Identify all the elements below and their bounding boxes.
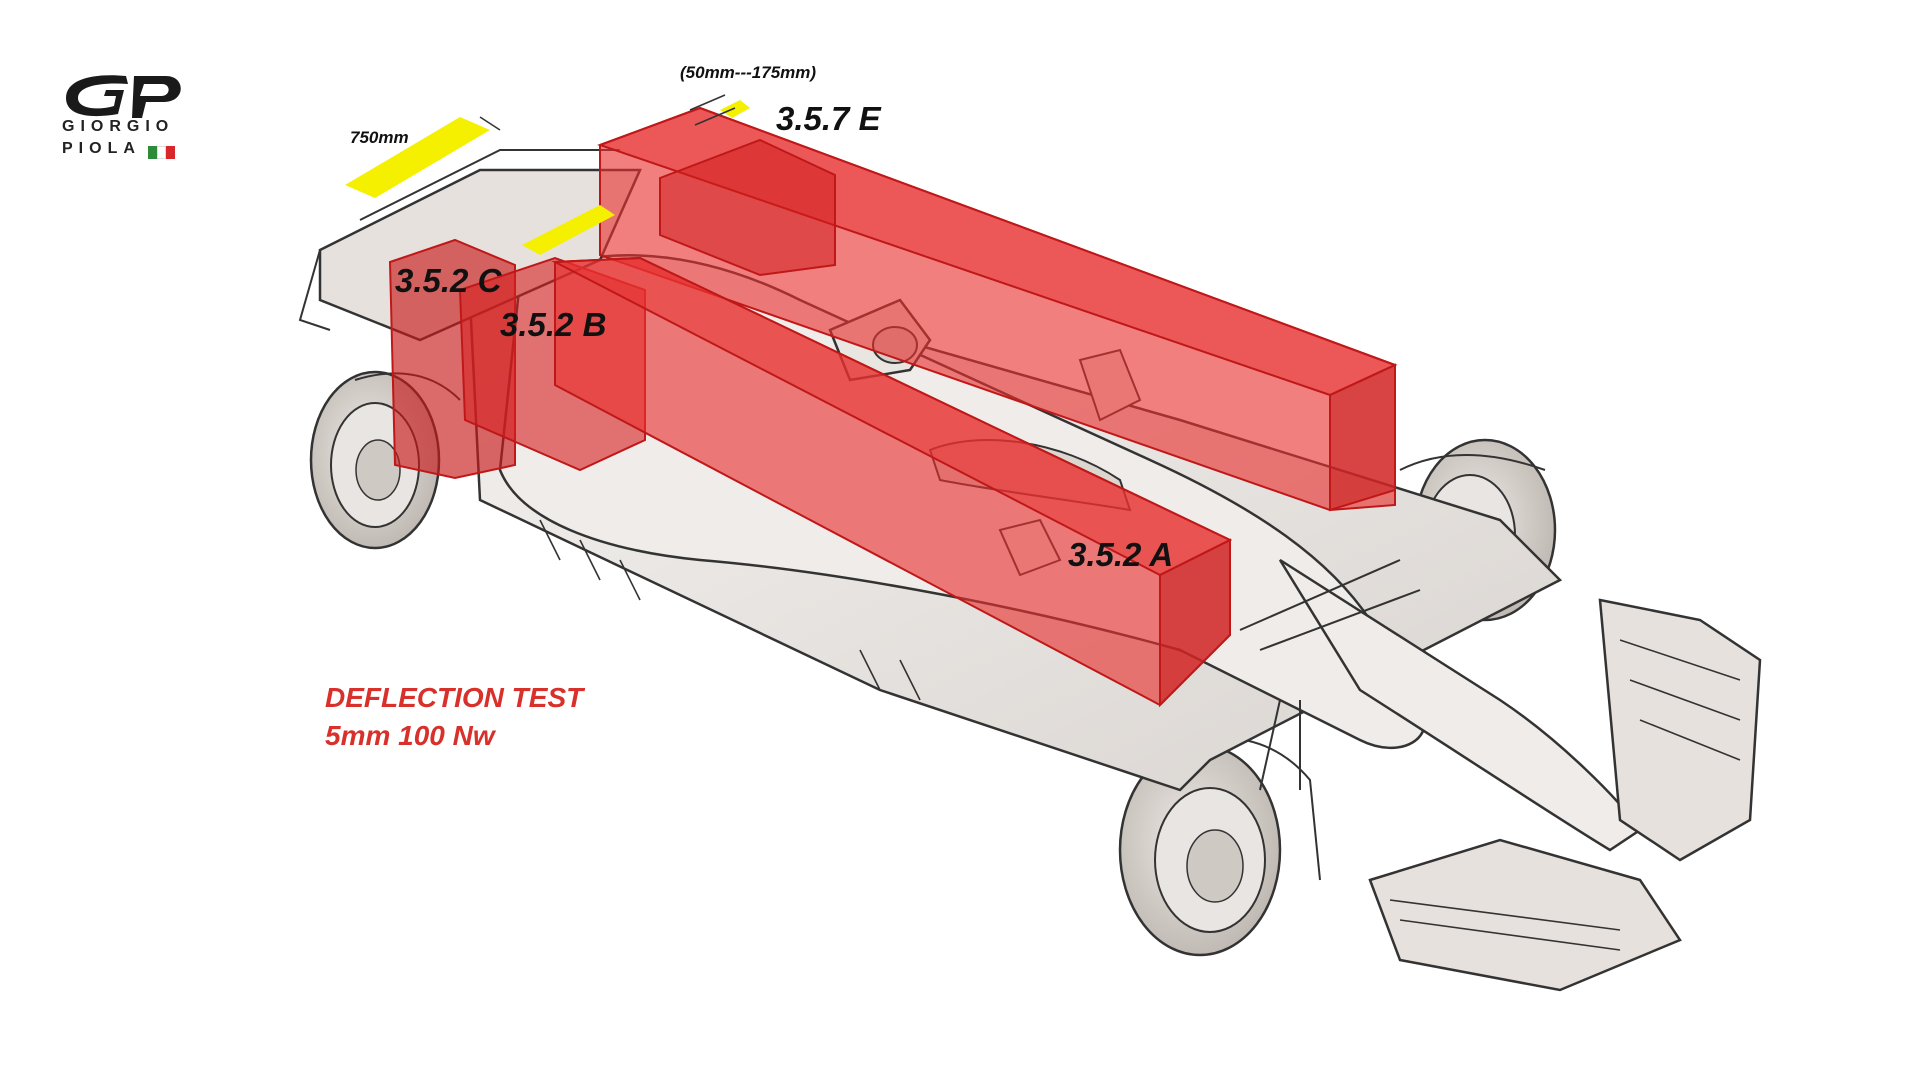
brand-line-2: PIOLA bbox=[62, 140, 141, 157]
dimension-width-label: 750mm bbox=[350, 128, 409, 147]
dimension-range-label: (50mm---175mm) bbox=[680, 63, 817, 82]
front-wing bbox=[1368, 838, 1682, 992]
dimension-bar-750mm bbox=[345, 116, 501, 198]
zone-label-3-5-2-c: 3.5.2 C bbox=[395, 262, 502, 299]
brand-line-1: GIORGIO bbox=[62, 118, 175, 135]
zone-label-3-5-2-b: 3.5.2 B bbox=[500, 306, 607, 343]
front-suspension bbox=[1239, 559, 1421, 791]
giorgio-piola-logo bbox=[66, 75, 181, 118]
deflection-test-title: DEFLECTION TEST bbox=[325, 682, 584, 713]
deflection-test-spec: 5mm 100 Nw bbox=[325, 720, 495, 751]
zone-3-5-7-e-inner bbox=[659, 138, 836, 277]
car-nose bbox=[1278, 558, 1642, 852]
flag-red bbox=[166, 146, 175, 159]
gp-monogram-icon bbox=[66, 75, 181, 118]
zone-label-3-5-7-e: 3.5.7 E bbox=[776, 100, 881, 137]
dimension-bar-range bbox=[522, 94, 750, 255]
flag-white bbox=[157, 146, 166, 159]
flag-green bbox=[148, 146, 157, 159]
zone-3-5-2-a bbox=[551, 256, 1233, 708]
zone-label-3-5-2-a: 3.5.2 A bbox=[1068, 536, 1174, 573]
